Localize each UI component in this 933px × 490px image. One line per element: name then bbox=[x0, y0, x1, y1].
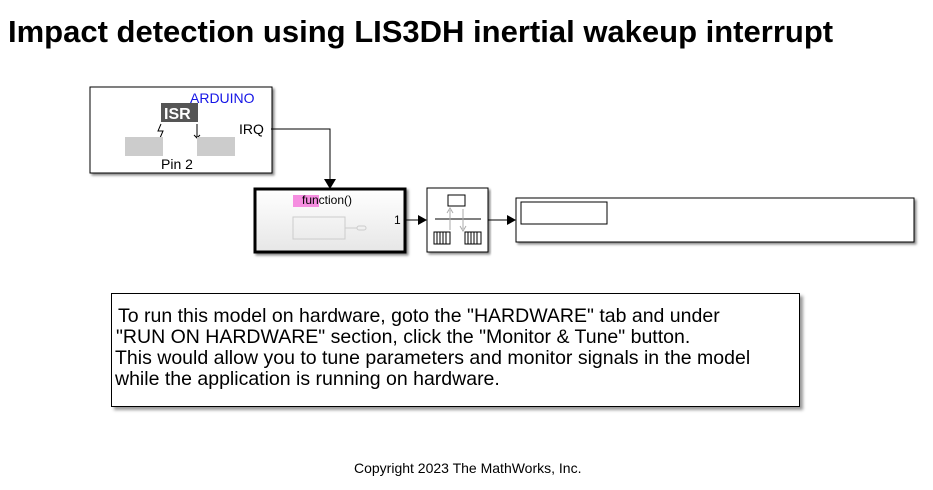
function-label: function() bbox=[302, 193, 352, 207]
page-title: Impact detection using LIS3DH inertial w… bbox=[8, 14, 834, 49]
copyright: Copyright 2023 The MathWorks, Inc. bbox=[354, 460, 582, 476]
interrupt-bolt-icon bbox=[157, 123, 164, 139]
signal-line-irq[interactable] bbox=[271, 128, 331, 182]
arduino-interrupt-block[interactable]: ARDUINO ISR Pin 2 IRQ bbox=[89, 86, 273, 174]
function-call-subsystem[interactable]: function() 1 bbox=[253, 187, 407, 254]
note-line: This would allow you to tune parameters … bbox=[115, 347, 751, 369]
display-block[interactable] bbox=[515, 197, 915, 243]
out-port-label: 1 bbox=[394, 213, 401, 227]
note-line: To run this model on hardware, goto the … bbox=[118, 305, 720, 327]
hardware-instructions-note: To run this model on hardware, goto the … bbox=[111, 293, 800, 407]
arduino-label: ARDUINO bbox=[190, 90, 255, 106]
pin-box-right bbox=[197, 137, 235, 156]
note-line: "RUN ON HARDWARE" section, click the "Mo… bbox=[116, 326, 691, 348]
arrowhead bbox=[324, 179, 336, 189]
display-value-box bbox=[520, 201, 608, 225]
pin-box-left bbox=[125, 137, 163, 156]
svg-text:ISR: ISR bbox=[164, 106, 191, 123]
note-line: while the application is running on hard… bbox=[115, 368, 500, 390]
rate-transition-block[interactable] bbox=[426, 187, 489, 253]
trigger-highlight bbox=[293, 195, 319, 207]
irq-port-label: IRQ bbox=[239, 121, 264, 137]
pin-label: Pin 2 bbox=[161, 156, 193, 172]
isr-badge bbox=[161, 103, 198, 122]
